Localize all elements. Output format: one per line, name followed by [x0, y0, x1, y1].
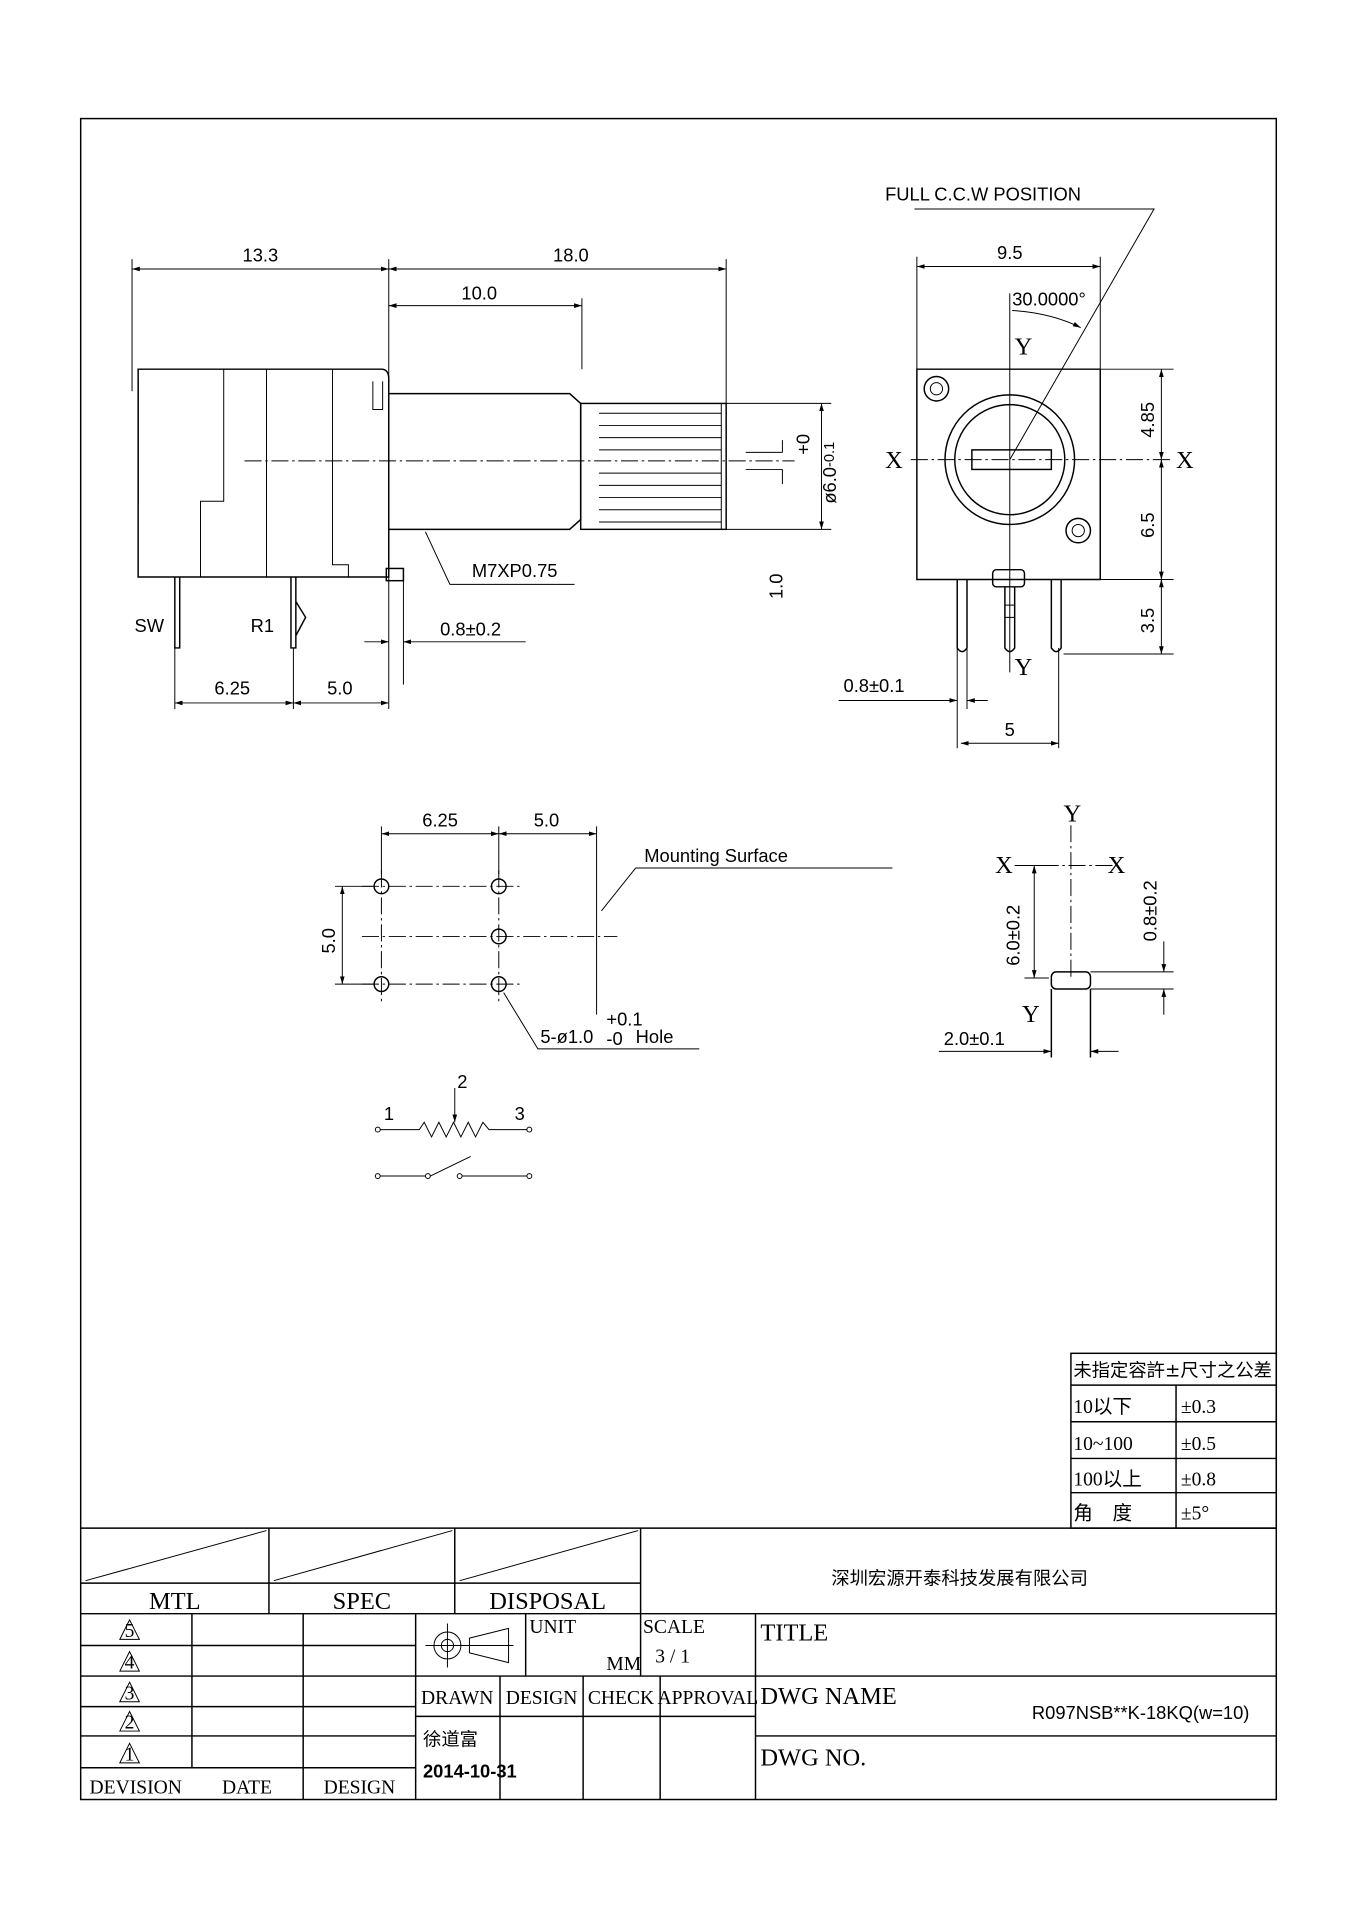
hole-pattern: 6.25 5.0 5.0 Mounting Surface 5-ø1.0 +0.… [318, 809, 893, 1050]
dim-body-length: 13.3 [243, 245, 279, 266]
dwg-name: R097NSB**K-18KQ(w=10) [1032, 1702, 1250, 1723]
hole-suffix: Hole [636, 1026, 674, 1047]
side-view: 13.3 18.0 10.0 ø6.0-0.1 +0 1.0 M7XP0.75 … [131, 245, 840, 710]
projection-symbol-icon [425, 1623, 514, 1668]
mounting-surface-label: Mounting Surface [644, 845, 788, 866]
pin-thickness: 0.8±0.2 [1139, 880, 1160, 941]
company-name: 深圳宏源开泰科技发展有限公司 [831, 1568, 1088, 1589]
tolerance-value: ±5° [1181, 1504, 1209, 1525]
front-view: FULL C.C.W POSITION 9.5 30.0000° X X Y Y… [838, 183, 1194, 749]
revision-5: 5 [125, 1621, 135, 1642]
pin-pitch: 5 [1005, 719, 1015, 740]
tolerance-header: 未指定容許±尺寸之公差 [1073, 1361, 1272, 1382]
dwg-name-label: DWG NAME [760, 1683, 896, 1710]
approval-label: APPROVAL [657, 1688, 758, 1709]
dim-flat: 1.0 [765, 574, 786, 599]
axis-y-bottom: Y [1015, 654, 1033, 681]
scale-label: SCALE [643, 1617, 705, 1638]
detail-axis-y-top: Y [1064, 801, 1082, 828]
scale-value: 3 / 1 [655, 1647, 690, 1668]
detail-axis-y-bottom: Y [1022, 1001, 1040, 1028]
unit-value: MM [606, 1654, 641, 1675]
pin-width: 0.8±0.1 [844, 675, 905, 696]
circuit-schematic: 1 2 3 [374, 1071, 533, 1179]
tolerance-range: 角 度 [1073, 1503, 1132, 1525]
pin-detail: Y X X Y 6.0±0.2 0.8±0.2 2.0±0.1 [938, 801, 1174, 1058]
axis-y-top: Y [1015, 334, 1033, 361]
disposal-label: DISPOSAL [489, 1588, 606, 1615]
terminal-1: 1 [384, 1103, 394, 1124]
hole-pitch-b: 5.0 [534, 809, 559, 830]
title-label: TITLE [760, 1620, 828, 1647]
revision-triangles: 5 4 3 2 1 [119, 1618, 141, 1765]
detail-axis-x-left: X [995, 852, 1013, 879]
drawn-date: 2014-10-31 [423, 1761, 517, 1782]
mtl-label: MTL [149, 1588, 201, 1615]
tolerance-range: 100以上 [1073, 1468, 1141, 1490]
devision-label: DEVISION [90, 1777, 182, 1798]
drawn-by: 徐道富 [423, 1730, 478, 1751]
tolerance-value: ±0.5 [1181, 1434, 1216, 1455]
pin-pitch-b: 5.0 [327, 677, 352, 698]
dim-pin: 3.5 [1137, 608, 1158, 633]
spec-label: SPEC [333, 1588, 391, 1615]
terminal-2: 2 [457, 1071, 467, 1092]
hole-tol-plus: +0.1 [606, 1009, 642, 1030]
tolerance-value: ±0.3 [1181, 1397, 1216, 1418]
check-label: CHECK [588, 1688, 654, 1709]
design-label: DESIGN [324, 1777, 396, 1798]
unit-label: UNIT [529, 1617, 576, 1638]
title-block: MTL SPEC DISPOSAL 深圳宏源开泰科技发展有限公司 5 4 3 2… [80, 1527, 1277, 1800]
tolerance-range: 10以下 [1073, 1397, 1132, 1418]
hole-tol-minus: -0 [606, 1028, 622, 1049]
pin-pitch-a: 6.25 [214, 677, 250, 698]
detail-axis-x-right: X [1108, 852, 1126, 879]
dim-total-length: 18.0 [553, 245, 589, 266]
hole-pitch-a: 6.25 [422, 809, 458, 830]
tolerance-value: ±0.8 [1181, 1469, 1216, 1490]
pin-label-sw: SW [134, 615, 164, 636]
revision-3: 3 [125, 1683, 135, 1704]
hole-pitch-v: 5.0 [318, 928, 339, 953]
shaft-diameter: ø6.0-0.1 [819, 442, 840, 504]
dim-top: 4.85 [1137, 402, 1158, 438]
drawn-label: DRAWN [421, 1688, 493, 1709]
dim-mid: 6.5 [1137, 512, 1158, 537]
date-label: DATE [222, 1777, 272, 1798]
dwg-no-label: DWG NO. [760, 1744, 866, 1771]
angle-label: 30.0000° [1012, 289, 1086, 310]
pin-height: 6.0±0.2 [1003, 905, 1024, 966]
dim-tab: 0.8±0.2 [440, 619, 501, 640]
hole-spec: 5-ø1.0 [540, 1026, 593, 1047]
tolerance-table: 未指定容許±尺寸之公差 10以下 ±0.3 10~100 ±0.5 100以上 … [1070, 1352, 1278, 1529]
design-col-label: DESIGN [506, 1688, 578, 1709]
revision-2: 2 [125, 1713, 135, 1734]
front-width: 9.5 [997, 242, 1022, 263]
thread-spec: M7XP0.75 [472, 560, 558, 581]
ccw-note: FULL C.C.W POSITION [885, 183, 1081, 204]
axis-x-right-label: X [1176, 447, 1194, 474]
revision-4: 4 [125, 1653, 135, 1674]
sheet-border [79, 117, 1278, 1801]
shaft-tol-plus: +0 [792, 434, 813, 455]
axis-x-left: X [885, 447, 903, 474]
terminal-3: 3 [515, 1103, 525, 1124]
tolerance-range: 10~100 [1073, 1434, 1133, 1455]
pin-detail-width: 2.0±0.1 [944, 1028, 1005, 1049]
revision-1: 1 [125, 1744, 135, 1765]
pin-label-r1: R1 [251, 615, 274, 636]
dim-bushing-length: 10.0 [461, 283, 497, 304]
